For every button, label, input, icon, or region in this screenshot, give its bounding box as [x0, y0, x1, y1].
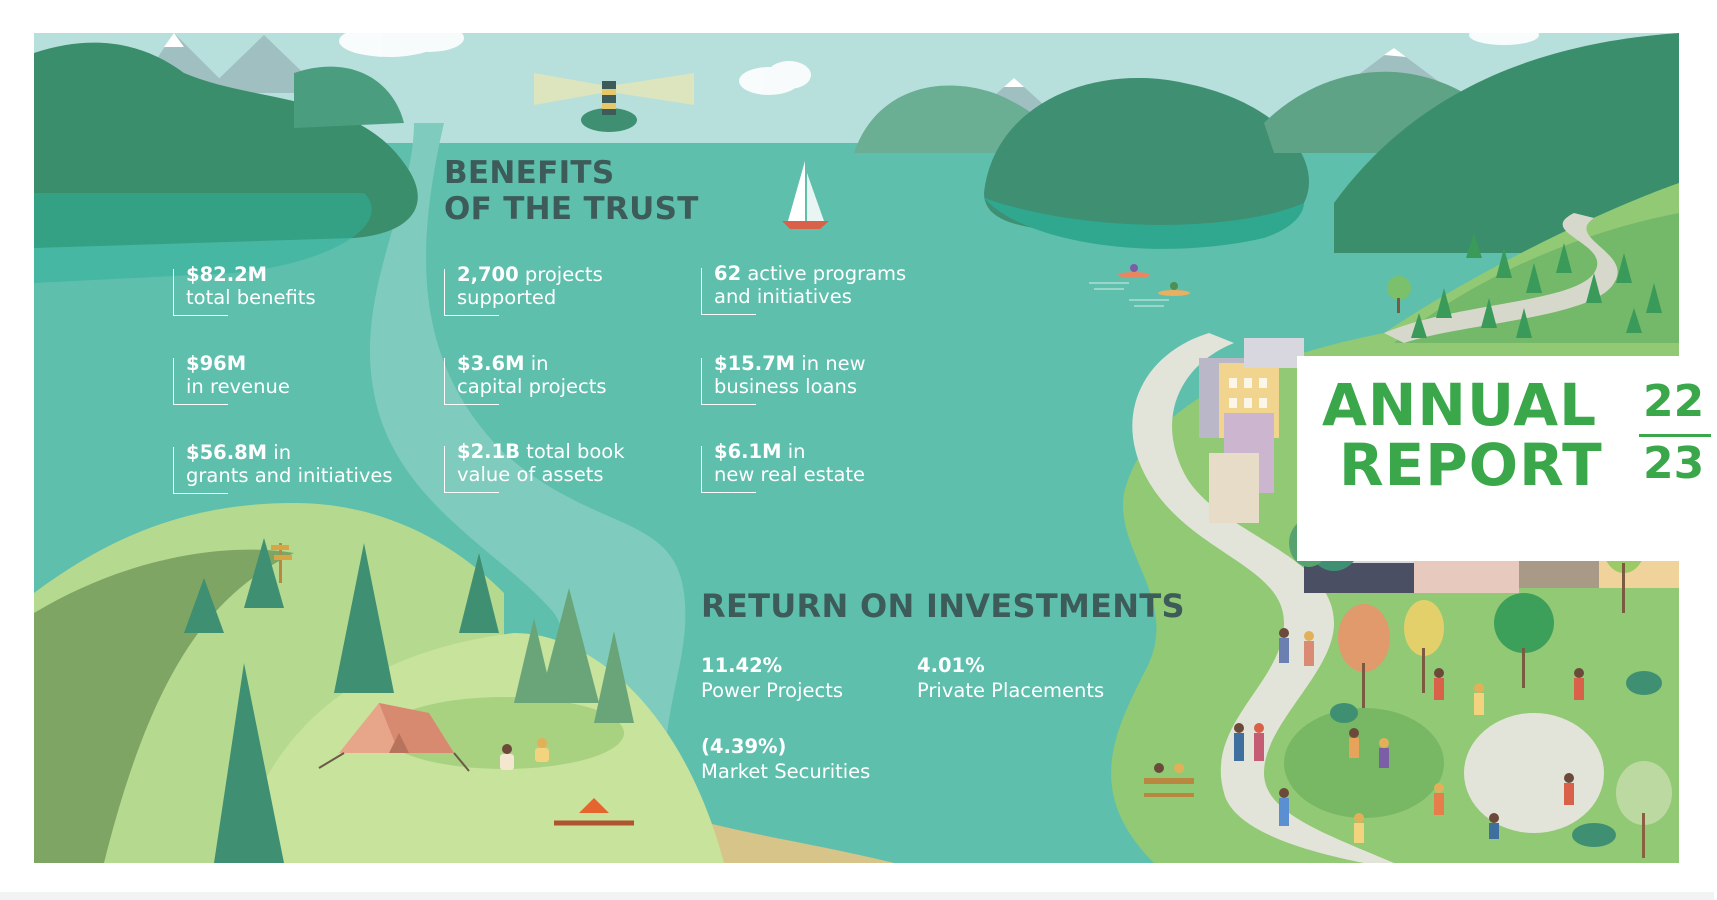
- stat-real-estate: $6.1M in new real estate: [701, 440, 866, 493]
- stat-value: $3.6M: [457, 352, 525, 375]
- stat-bracket: [173, 269, 228, 316]
- stat-projects-supported: 2,700 projects supported: [444, 263, 603, 316]
- stat-label: supported: [457, 286, 557, 309]
- stat-bracket: [444, 269, 499, 316]
- report-year-top: 22: [1643, 376, 1705, 427]
- stat-revenue: $96M in revenue: [173, 352, 290, 405]
- benefits-heading-line1: BENEFITS: [444, 155, 615, 191]
- stat-label: business loans: [714, 375, 858, 398]
- stat-value: $2.1B: [457, 440, 520, 463]
- stat-grants: $56.8M in grants and initiatives: [173, 441, 393, 494]
- report-year-bottom: 23: [1643, 438, 1705, 489]
- roi-private-placements: 4.01% Private Placements: [917, 653, 1104, 703]
- stat-value: $56.8M: [186, 441, 268, 464]
- roi-percent: 4.01%: [917, 654, 985, 677]
- roi-heading: RETURN ON INVESTMENTS: [701, 587, 1185, 625]
- stat-bracket: [701, 358, 756, 405]
- roi-power-projects: 11.42% Power Projects: [701, 653, 843, 703]
- stat-value-suffix: in: [267, 441, 292, 464]
- stat-value: $82.2M: [186, 263, 268, 286]
- stat-value: $15.7M: [714, 352, 796, 375]
- stat-book-value: $2.1B total book value of assets: [444, 440, 625, 493]
- benefits-heading-line2: OF THE TRUST: [444, 191, 699, 227]
- stat-value-suffix: in new: [795, 352, 866, 375]
- stat-label: total benefits: [186, 286, 316, 309]
- stat-value-suffix: total book: [519, 440, 625, 463]
- stat-label: grants and initiatives: [186, 464, 393, 487]
- stat-value: 62: [714, 262, 742, 285]
- stat-bracket: [444, 358, 499, 405]
- stat-label: new real estate: [714, 463, 866, 486]
- bottom-strip: [0, 892, 1714, 900]
- stat-value: 2,700: [457, 263, 519, 286]
- stat-value-suffix: in: [524, 352, 549, 375]
- report-word-report: REPORT: [1339, 431, 1603, 499]
- roi-label: Power Projects: [701, 679, 844, 702]
- stat-value: $6.1M: [714, 440, 782, 463]
- stat-value-suffix: active programs: [741, 262, 907, 285]
- stat-bracket: [701, 268, 756, 315]
- stat-bracket: [701, 446, 756, 493]
- roi-label: Private Placements: [917, 679, 1105, 702]
- report-year-divider: [1639, 434, 1711, 437]
- roi-market-securities: (4.39%) Market Securities: [701, 734, 870, 784]
- stat-bracket: [173, 447, 228, 494]
- roi-percent: (4.39%): [701, 735, 787, 758]
- stat-total-benefits: $82.2M total benefits: [173, 263, 316, 316]
- stat-bracket: [173, 358, 228, 405]
- stat-label: in revenue: [186, 375, 290, 398]
- illustration-scene: BENEFITS OF THE TRUST $82.2M total benef…: [34, 24, 1717, 863]
- stat-label: value of assets: [457, 463, 604, 486]
- roi-label: Market Securities: [701, 760, 871, 783]
- annual-report-box: ANNUAL REPORT 22 23: [1297, 356, 1717, 561]
- stat-capital-projects: $3.6M in capital projects: [444, 352, 607, 405]
- stat-active-programs: 62 active programs and initiatives: [701, 262, 907, 315]
- stat-value: $96M: [186, 352, 247, 375]
- benefits-heading: BENEFITS OF THE TRUST: [444, 155, 699, 227]
- stat-business-loans: $15.7M in new business loans: [701, 352, 866, 405]
- stat-bracket: [444, 446, 499, 493]
- stat-label: capital projects: [457, 375, 607, 398]
- roi-percent: 11.42%: [701, 654, 783, 677]
- report-word-annual: ANNUAL: [1322, 371, 1598, 439]
- stat-label: and initiatives: [714, 285, 852, 308]
- stat-value-suffix: projects: [518, 263, 603, 286]
- stat-value-suffix: in: [781, 440, 806, 463]
